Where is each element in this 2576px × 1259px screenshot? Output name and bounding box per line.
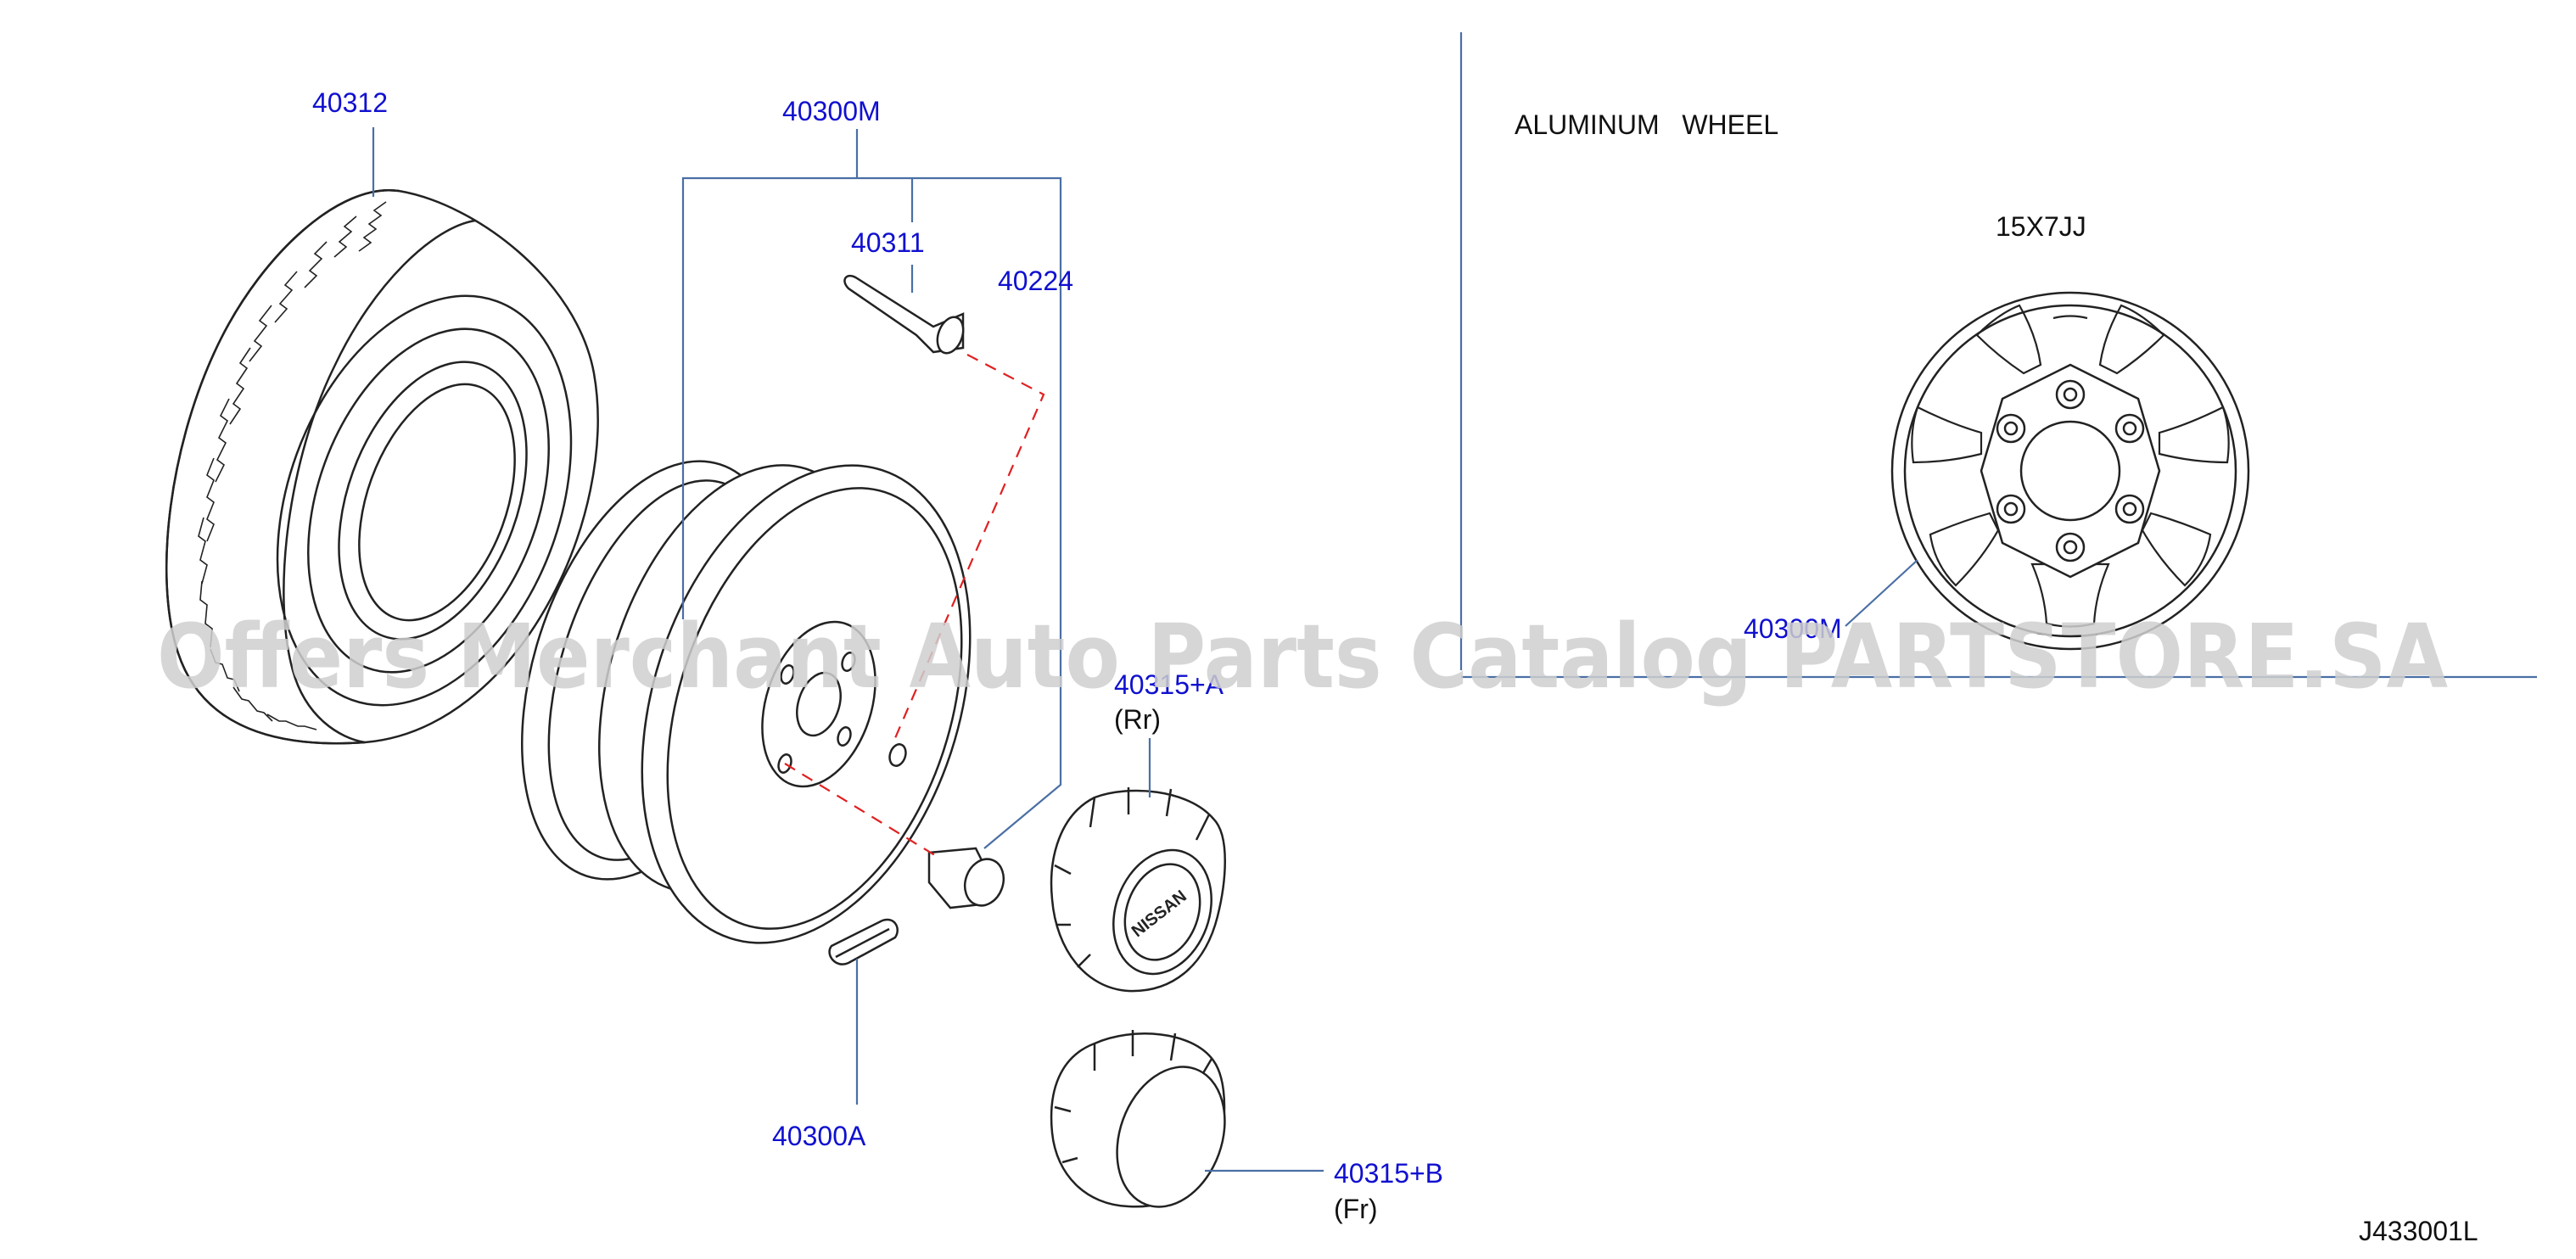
alloy-lug-4 xyxy=(2055,532,2086,562)
wheel-face xyxy=(666,487,963,930)
label-cap-rear[interactable]: 40315+A xyxy=(1114,669,1224,700)
label-cap-front[interactable]: 40315+B xyxy=(1334,1158,1443,1189)
label-valve[interactable]: 40311 xyxy=(851,227,925,258)
air-valve-illustration[interactable] xyxy=(843,274,967,356)
alloy-lug-5-hole xyxy=(2003,501,2019,517)
alloy-lug-6-hole xyxy=(2003,421,2019,436)
alloy-lug-6 xyxy=(1996,413,2026,444)
cap-rear-ribs xyxy=(1054,787,1211,968)
cap-rear-emblem xyxy=(1123,863,1201,961)
label-nut[interactable]: 40224 xyxy=(998,266,1073,296)
steel-wheel-illustration[interactable] xyxy=(473,423,1028,986)
alloy-lug-1 xyxy=(2055,379,2086,410)
tire-tread-pattern-2 xyxy=(198,347,251,648)
alloy-inner-rim xyxy=(1903,304,2237,638)
wheel-lug-hole-3 xyxy=(837,726,852,747)
lug-nut-end xyxy=(963,858,1005,907)
alloy-lug-3 xyxy=(2114,494,2145,524)
valve-base xyxy=(936,316,965,355)
wheel-cap-rear-illustration[interactable]: NISSAN xyxy=(1050,787,1228,993)
lug-nut-illustration[interactable] xyxy=(927,847,1010,911)
wheel-cap-front-illustration[interactable] xyxy=(1050,1030,1243,1222)
tire-inner-opening xyxy=(358,383,516,622)
wheel-lug-hole-1 xyxy=(841,652,856,672)
callout-alloy-wheel xyxy=(1845,559,1918,627)
wheel-hub-circle xyxy=(761,620,876,788)
balance-weight-illustration[interactable] xyxy=(828,918,899,965)
tire-illustration[interactable] xyxy=(165,188,624,746)
note-wheel-size: 15X7JJ xyxy=(1996,211,2086,242)
nut-assembly-path xyxy=(784,763,938,858)
watermark-text: Offers Merchant Auto Parts Catalog PARTS… xyxy=(157,605,2448,708)
label-alloy-wheel[interactable]: 40300M xyxy=(1744,613,1842,644)
cap-rear-face xyxy=(1112,848,1212,976)
cap-front-ribs xyxy=(1054,1030,1213,1164)
valve-assembly-path xyxy=(893,354,1045,739)
alloy-wheel-illustration[interactable] xyxy=(1890,291,2250,651)
alloy-lug-1-hole xyxy=(2063,387,2078,402)
tire-tread-pattern-1 xyxy=(249,201,387,362)
alloy-center-bore xyxy=(2019,420,2121,522)
wheel-lug-hole-5 xyxy=(888,743,907,767)
alloy-lug-3-hole xyxy=(2122,501,2137,517)
label-cap-front-position: (Fr) xyxy=(1334,1194,1378,1224)
tire-sidewall-ring-1 xyxy=(276,294,573,707)
note-diagram-code: J433001L xyxy=(2359,1216,2478,1246)
label-cap-rear-position: (Rr) xyxy=(1114,704,1161,735)
cap-front-opening xyxy=(1116,1066,1226,1208)
balance-weight-edge xyxy=(835,927,890,959)
alloy-lug-2-hole xyxy=(2122,421,2137,436)
callout-wheel-assy-bracket xyxy=(681,176,1062,849)
label-tire[interactable]: 40312 xyxy=(312,87,388,118)
tire-tread-band xyxy=(165,188,476,745)
wheel-lug-hole-2 xyxy=(780,664,795,685)
callout-lines xyxy=(372,32,2537,1172)
alloy-lug-2 xyxy=(2114,413,2145,444)
label-balance-weight[interactable]: 40300A xyxy=(772,1121,866,1151)
part-labels: 40312 40300M 40311 40224 40315+A (Rr) 40… xyxy=(312,87,2478,1246)
tire-sidewall-ring-2 xyxy=(307,327,550,674)
alloy-lug-5 xyxy=(1996,494,2026,524)
alloy-spoke-windows xyxy=(1911,304,2230,628)
wheel-center-bore xyxy=(796,671,842,737)
note-wheel-type: ALUMINUM WHEEL xyxy=(1515,109,1778,140)
label-wheel-assy[interactable]: 40300M xyxy=(782,96,881,126)
assembly-dashed-lines xyxy=(784,354,1045,858)
alloy-lug-4-hole xyxy=(2063,540,2078,555)
tire-bead-ring xyxy=(338,361,528,641)
tire-tread-pattern-3 xyxy=(210,648,317,730)
